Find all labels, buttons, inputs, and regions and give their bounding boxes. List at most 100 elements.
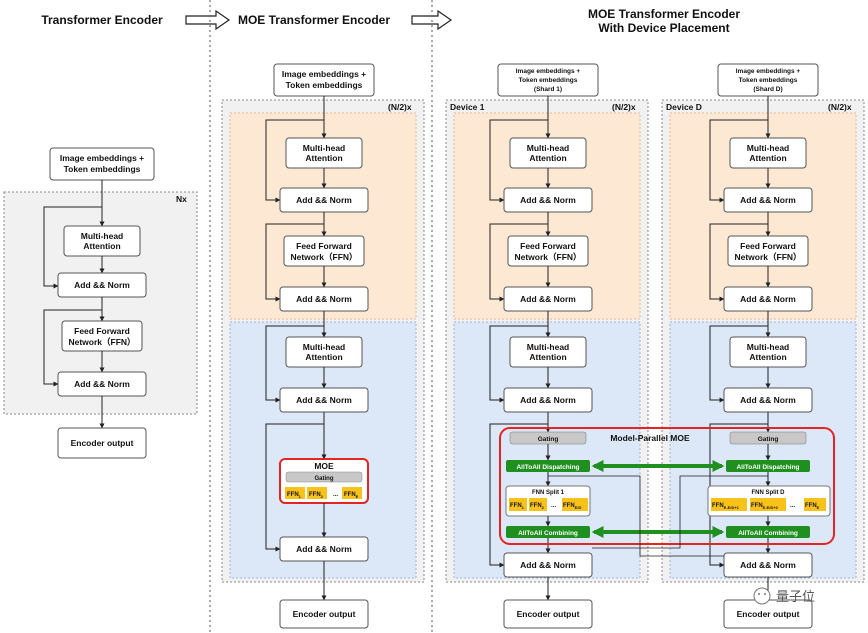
add-norm-label: Add && Norm (520, 395, 576, 405)
ffn-label-1: Feed Forward (740, 241, 796, 251)
expert-ffn-e-d2 (750, 498, 786, 511)
expert-ffn-e-d2-label: FFNE-E/D+2 (751, 503, 779, 510)
add-norm-label: Add && Norm (520, 195, 576, 205)
encoder-output-label: Encoder output (737, 609, 800, 619)
input-embeddings-line2: Token embeddings (286, 80, 363, 90)
expert-ellipsis: ... (790, 503, 795, 509)
ffn-label-2: Network（FFN） (514, 252, 581, 262)
title-moe-placement-line1: MOE Transformer Encoder (588, 7, 740, 21)
mha-label-1: Multi-head (747, 143, 790, 153)
device-d-label: Device D (666, 102, 702, 112)
add-norm-label: Add && Norm (296, 195, 352, 205)
expert-ffn-e-label: FFNE (344, 492, 359, 499)
expert-ffn-e (804, 498, 826, 511)
device-1-label: Device 1 (450, 102, 485, 112)
mha-label-1: Multi-head (81, 231, 124, 241)
expert-ffn-2 (307, 487, 327, 499)
add-norm-label: Add && Norm (740, 294, 796, 304)
mha-label-2: Attention (529, 153, 566, 163)
encoder-output-label: Encoder output (517, 609, 580, 619)
fnn-split-1-label: FNN Split 1 (532, 490, 565, 496)
model-parallel-moe: Model-Parallel MOE (499, 427, 835, 557)
cross-wire (592, 475, 768, 549)
n2x-label: (N/2)x (828, 102, 852, 112)
encoder-output-box (57, 427, 147, 459)
shard-1-label: (Shard 1) (534, 86, 562, 93)
expert-ffn-1 (285, 487, 305, 499)
expert-ffn-ed-label: FFNE/D (563, 503, 581, 510)
expert-ffn-1-label: FFN1 (510, 503, 525, 510)
alltoall-dispatching-label: AllToAll Dispatching (516, 464, 579, 471)
expert-ffn-1-label: FFN1 (287, 492, 302, 499)
alltoall-combining-box (506, 526, 590, 538)
wechat-icon (753, 587, 771, 605)
add-norm-label: Add && Norm (74, 379, 130, 389)
title-moe-transformer-encoder: MOE Transformer Encoder (238, 13, 390, 27)
alltoall-combining-label: AllToAll Combining (518, 530, 578, 537)
input-embeddings-line2: Token embeddings (519, 77, 578, 84)
ffn-label-1: Feed Forward (520, 241, 576, 251)
add-norm-label: Add && Norm (740, 395, 796, 405)
shard-d-label: (Shard D) (753, 86, 782, 93)
add-norm-label: Add && Norm (740, 195, 796, 205)
model-parallel-moe-title: Model-Parallel MOE (610, 433, 690, 443)
add-norm-label: Add && Norm (520, 294, 576, 304)
ffn-label-1: Feed Forward (296, 241, 352, 251)
expert-ffn-ed (562, 498, 588, 511)
add-norm-label: Add && Norm (296, 544, 352, 554)
mha-label-2: Attention (305, 352, 342, 362)
add-norm-label: Add && Norm (740, 560, 796, 570)
mha-label-2: Attention (83, 241, 120, 251)
model-parallel-moe-frame (499, 427, 835, 545)
ffn-label-2: Network（FFN） (734, 252, 801, 262)
mha-label-1: Multi-head (527, 143, 570, 153)
expert-ffn-2 (529, 498, 547, 511)
encoder-output-label: Encoder output (293, 609, 356, 619)
ffn-label-1: Feed Forward (74, 326, 130, 336)
encoder-output-box (279, 599, 369, 629)
alltoall-dispatching-label: AllToAll Dispatching (736, 464, 799, 471)
add-norm-label: Add && Norm (296, 294, 352, 304)
expert-ffn-e-d1 (711, 498, 747, 511)
gating-box (285, 471, 363, 483)
alltoall-combining-box (726, 526, 810, 538)
mha-label-2: Attention (305, 153, 342, 163)
alltoall-combining-label: AllToAll Combining (738, 530, 798, 537)
watermark: 量子位 (753, 587, 815, 605)
encoder-output-label: Encoder output (71, 438, 134, 448)
expert-ffn-e-label: FFNE (805, 503, 820, 510)
expert-ffn-1 (509, 498, 527, 511)
alltoall-dispatching-box (506, 460, 590, 472)
hollow-arrow-icon (185, 9, 231, 31)
title-transformer-encoder: Transformer Encoder (41, 13, 163, 27)
input-embeddings-line1: Image embeddings + (516, 68, 581, 75)
input-embeddings-line2: Token embeddings (739, 77, 798, 84)
input-embeddings-line2: Token embeddings (64, 164, 141, 174)
expert-ffn-2-label: FFN2 (530, 503, 545, 510)
expert-ffn-e-d1-label: FFNE-E/D+1 (712, 503, 740, 510)
nx-label: Nx (176, 194, 187, 204)
n2x-label: (N/2)x (388, 102, 412, 112)
input-embeddings-line1: Image embeddings + (282, 69, 366, 79)
moe-label: MOE (314, 461, 334, 471)
mha-label-2: Attention (529, 352, 566, 362)
title-moe-placement-line2: With Device Placement (598, 21, 729, 35)
gating-label: Gating (538, 436, 559, 443)
mha-label-1: Multi-head (527, 342, 570, 352)
expert-ffn-e (342, 487, 362, 499)
column-transformer-encoder: Image embeddings + Token embeddings Nx M… (3, 147, 198, 459)
n2x-label: (N/2)x (612, 102, 636, 112)
gating-label: Gating (758, 436, 779, 443)
add-norm-label: Add && Norm (74, 280, 130, 290)
alltoall-dispatching-box (726, 460, 810, 472)
input-embeddings-line1: Image embeddings + (60, 153, 144, 163)
mha-label-1: Multi-head (303, 342, 346, 352)
mha-label-2: Attention (749, 352, 786, 362)
cross-wire (548, 475, 724, 557)
add-norm-label: Add && Norm (296, 395, 352, 405)
ffn-label-2: Network（FFN） (290, 252, 357, 262)
column-moe-transformer-encoder: Image embeddings + Token embeddings (N/2… (221, 63, 425, 629)
fnn-split-d-label: FNN Split D (752, 490, 786, 496)
expert-ffn-2-label: FFN2 (309, 492, 324, 499)
column-device-d: Image embeddings + Token embeddings (Sha… (661, 63, 865, 629)
